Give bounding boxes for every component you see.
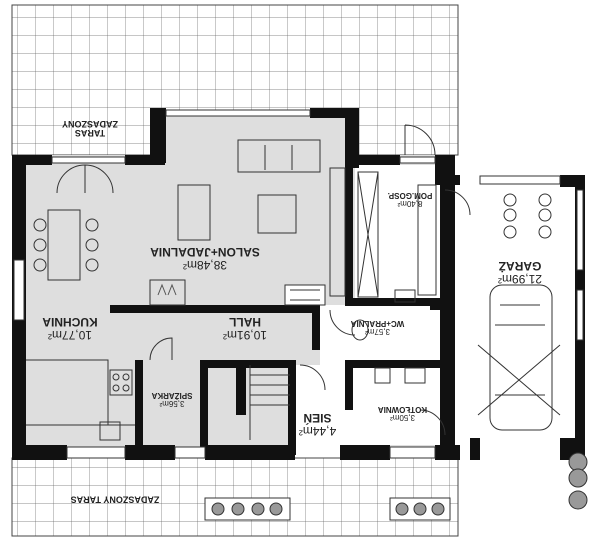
kotlownia-name: KOTŁOWNIA [377, 404, 428, 414]
spizarka-area: 3,56m² [159, 398, 185, 408]
wc-area: 3,57m² [365, 326, 390, 336]
windows [13, 109, 584, 459]
label-salon: 38,48m² SALON+JADALNIA [130, 245, 280, 273]
planters [204, 452, 588, 521]
salon-area: 38,48m² [182, 258, 228, 273]
hall-area: 10,91m² [222, 328, 268, 343]
label-kuchnia: 10,77m² KUCHNIA [30, 315, 110, 343]
garaz-name: GARAŻ [498, 259, 542, 274]
sien-area: 4,44m² [298, 424, 337, 439]
sien-name: SIEŃ [303, 411, 332, 426]
garaz-area: 21,99m² [497, 272, 543, 287]
terrace-bottom [11, 457, 459, 537]
label-wc: 3,57m² WC+PRALNIA [340, 318, 415, 335]
pom-gosp-area: 8,40m² [397, 198, 423, 208]
kuchnia-area: 10,77m² [47, 328, 93, 343]
hall-name: HALL [229, 315, 261, 330]
furniture [26, 124, 561, 441]
label-pom-gosp: 8,40m² POM.GOSP. [380, 190, 440, 207]
label-hall: 10,91m² HALL [210, 315, 280, 343]
terrace-bottom-name: ZADASZONY TARAS [70, 494, 160, 505]
terrace-top-name: ZADASZONY [62, 118, 118, 129]
terrace-top-name2: TARAS [74, 127, 106, 138]
label-kotlownia: 3,50m² KOTŁOWNIA [370, 404, 435, 421]
label-garaz: 21,99m² GARAŻ [480, 259, 560, 287]
spizarka-name: SPIŻARKA [151, 390, 193, 400]
pom-gosp-name: POM.GOSP. [387, 190, 433, 200]
kuchnia-name: KUCHNIA [42, 315, 98, 330]
salon-name: SALON+JADALNIA [150, 245, 260, 260]
wc-name: WC+PRALNIA [350, 318, 405, 328]
label-terrace-bottom: ZADASZONY TARAS [30, 494, 200, 505]
label-terrace-top: TARAS ZADASZONY [40, 118, 140, 137]
kotlownia-area: 3,50m² [390, 412, 415, 422]
label-spizarka: 3,56m² SPIŻARKA [142, 390, 202, 407]
label-sien: 4,44m² SIEŃ [290, 411, 345, 439]
